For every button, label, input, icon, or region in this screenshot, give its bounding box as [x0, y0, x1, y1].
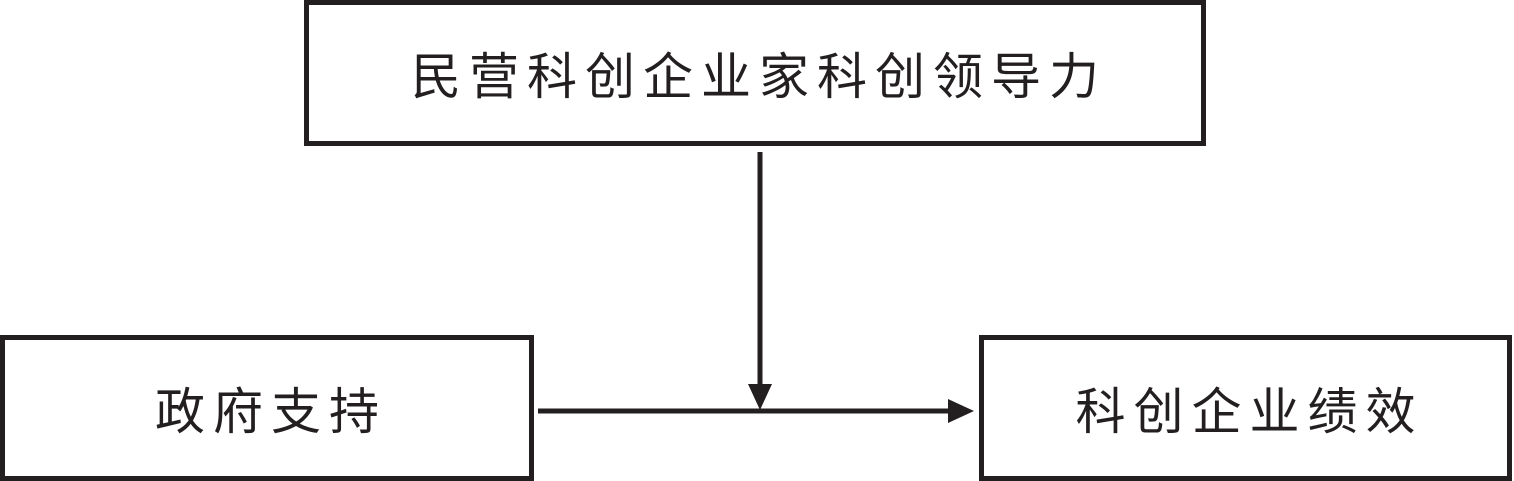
moderation-arrowhead	[748, 384, 772, 410]
independent-node-label: 政府支持	[155, 383, 387, 441]
dependent-node-box: 科创企业绩效	[979, 335, 1512, 481]
main-effect-arrowhead	[948, 399, 974, 423]
independent-node-box: 政府支持	[0, 335, 534, 481]
moderator-node-box: 民营科创企业家科创领导力	[304, 0, 1206, 146]
dependent-node-label: 科创企业绩效	[1075, 383, 1424, 441]
moderator-node-label: 民营科创企业家科创领导力	[411, 48, 1107, 106]
